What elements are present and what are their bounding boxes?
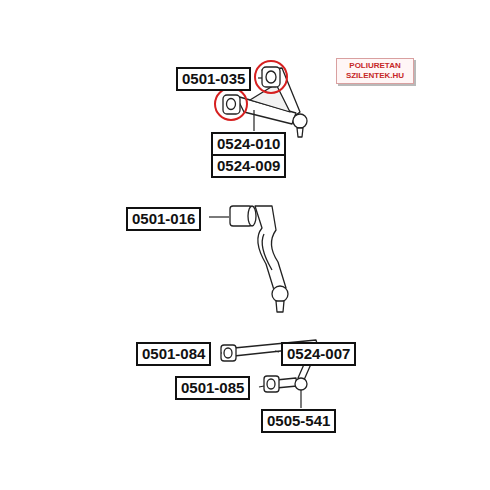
part-number: 0505-541 — [267, 412, 330, 430]
upper-front-bushing — [262, 67, 280, 87]
lower-rear-bushing — [264, 376, 279, 392]
upper-arm-web — [250, 84, 290, 112]
middle-ball-stud — [276, 301, 284, 312]
middle-arm-rib — [262, 234, 272, 270]
part-number-box: 0501-035 — [176, 67, 251, 91]
lower-rear-bushing-hole — [267, 379, 275, 389]
part-number: 0501-035 — [182, 70, 245, 88]
leader-line — [258, 77, 262, 78]
lower-front-bushing — [221, 345, 236, 361]
watermark-text: POLIURETAN SZILENTEK.HU — [341, 61, 409, 81]
upper-rear-bushing — [223, 95, 240, 114]
highlight-circle — [255, 61, 287, 93]
leader-line — [300, 390, 301, 408]
part-number-box: 0524-009 — [211, 154, 286, 178]
highlight-circle — [215, 88, 247, 120]
upper-rear-bushing-hole — [227, 99, 236, 110]
leader-line — [275, 351, 279, 352]
upper-ball-stud — [297, 128, 303, 137]
lower-front-bushing-hole — [224, 348, 232, 358]
middle-arm — [255, 206, 286, 290]
leader-line — [221, 352, 222, 353]
watermark-box: POLIURETAN SZILENTEK.HU — [336, 58, 414, 84]
upper-ball-joint — [293, 114, 307, 128]
lower-ball-joint — [295, 378, 307, 390]
part-number: 0524-007 — [287, 345, 350, 363]
middle-ball-joint — [272, 286, 288, 302]
part-number: 0524-010 — [217, 135, 280, 153]
upper-front-bushing-hole — [266, 71, 276, 83]
part-number-box: 0524-007 — [281, 342, 356, 366]
part-number-box: 0505-541 — [261, 409, 336, 433]
part-number-box: 0524-010 — [211, 132, 286, 156]
part-number: 0524-009 — [217, 157, 280, 175]
part-number: 0501-016 — [132, 210, 195, 228]
part-number-box: 0501-016 — [126, 207, 201, 231]
leader-line — [259, 386, 264, 387]
part-number-box: 0501-084 — [136, 342, 211, 366]
leader-line — [209, 216, 229, 217]
part-number: 0501-084 — [142, 345, 205, 363]
leader-line — [253, 110, 254, 131]
part-number: 0501-085 — [181, 379, 244, 397]
middle-bushing-end — [248, 206, 256, 226]
part-number-box: 0501-085 — [175, 376, 250, 400]
